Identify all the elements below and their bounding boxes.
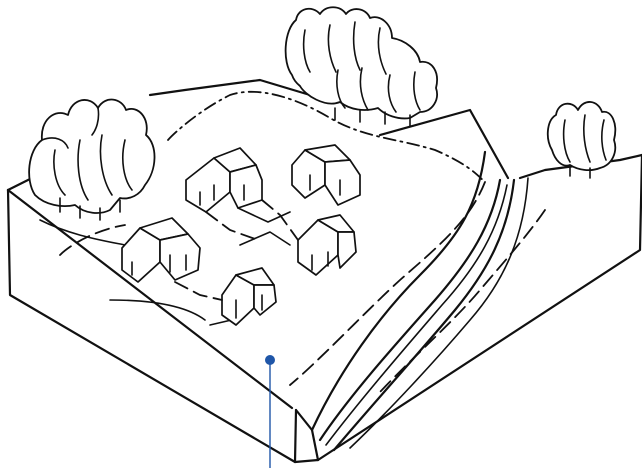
tree-cluster-right	[548, 102, 615, 178]
houses	[122, 145, 360, 325]
house-a	[186, 148, 262, 212]
house-b	[292, 145, 360, 205]
tree-cluster-left	[29, 100, 154, 220]
tree-cluster-top	[286, 7, 437, 126]
house-c	[122, 218, 200, 282]
house-d	[298, 215, 356, 275]
marker-dot	[265, 355, 275, 365]
house-e	[222, 268, 276, 325]
marker-pin	[265, 355, 275, 468]
